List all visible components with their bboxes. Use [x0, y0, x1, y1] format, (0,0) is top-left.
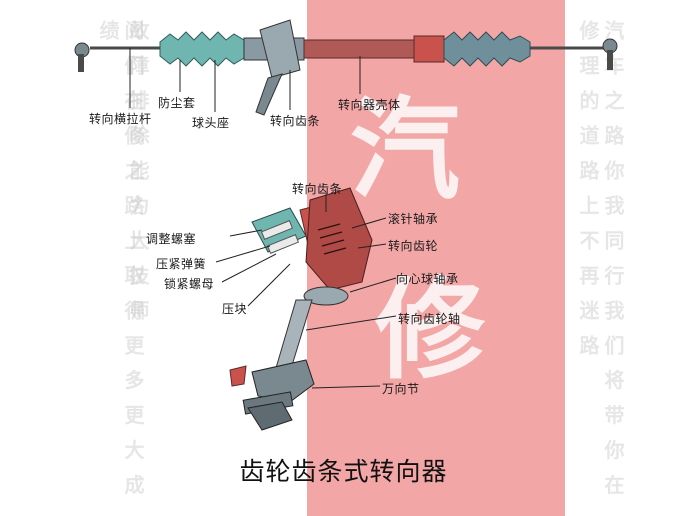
- right-dust-boot: [443, 31, 531, 67]
- label-dust-boot: 防尘套: [158, 96, 196, 110]
- pinion-housing: [259, 19, 301, 79]
- label-pinion-shaft: 转向齿轮轴: [398, 312, 461, 326]
- label-radial-bearing: 向心球轴承: [396, 272, 459, 286]
- label-steering-rack: 转向齿条: [292, 182, 343, 196]
- pinion-cutaway: [229, 187, 373, 431]
- background-text-column: 阅 们 在 修 之 路 上 取 得 更 多 更 大 成 绩: [96, 20, 145, 499]
- left-dust-boot: [159, 31, 245, 67]
- label-housing: 转向器壳体: [338, 98, 401, 112]
- rack-housing: [303, 39, 415, 59]
- rack-assembly: [74, 19, 618, 116]
- watermark-char: 汽: [350, 86, 460, 214]
- universal-joint: [251, 359, 315, 403]
- middle-pointer-lines: [215, 194, 397, 389]
- label-spring: 压紧弹簧: [156, 257, 207, 271]
- top-pointer-lines: [129, 48, 361, 112]
- label-adjust-plug: 调整螺塞: [146, 232, 197, 246]
- diagram-caption: 齿轮齿条式转向器: [239, 457, 448, 486]
- label-pinion: 转向齿轮: [388, 239, 439, 253]
- label-needle-bearing: 滚针轴承: [388, 212, 439, 226]
- label-steering-rack-top: 转向齿条: [270, 114, 321, 128]
- background-text-column: 汽 车 之 路 你 我 同 行 我 们 将 带 你 在 修 理 的 道 路 上 …: [576, 20, 625, 499]
- label-lock-nut: 锁紧螺母: [164, 277, 215, 291]
- label-universal-joint: 万向节: [382, 382, 420, 396]
- label-tie-rod: 转向横拉杆: [89, 112, 152, 126]
- label-pressure-block: 压块: [222, 302, 248, 316]
- label-ball-seat: 球头座: [192, 116, 230, 130]
- watermark-char: 修: [375, 266, 485, 394]
